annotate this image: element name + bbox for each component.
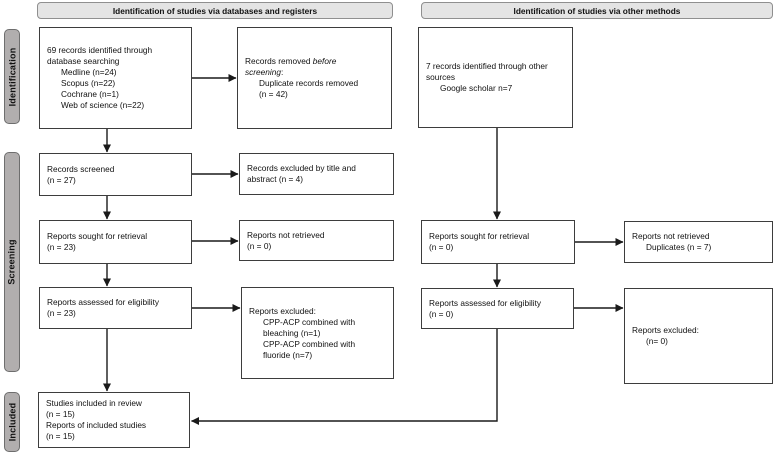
- phase-label-identification: Identification: [4, 29, 20, 124]
- box-text-line: Web of science (n=22): [61, 100, 145, 110]
- box-text-line: screening:: [245, 67, 284, 77]
- box-text-line: (n = 23): [47, 308, 76, 318]
- box-text-line: Studies included in review: [46, 398, 142, 408]
- box-text-line: (n = 0): [247, 240, 272, 251]
- box-studies-included: Studies included in review(n = 15)Report…: [38, 392, 190, 448]
- box-text-line: (n = 42): [259, 89, 288, 99]
- box-text-line: Reports not retrieved: [632, 231, 710, 241]
- box-text-line: Records screened: [47, 163, 115, 174]
- box-text-line: sources: [426, 72, 456, 82]
- box-text-line: Reports sought for retrieval: [47, 231, 148, 241]
- box-text-line: (n = 27): [47, 174, 76, 185]
- box-text-line: (n = 15): [46, 431, 75, 441]
- box-text-line: (n = 0): [429, 308, 454, 319]
- box-text-line: Reports of included studies: [46, 420, 147, 430]
- phase-label-screening-text: Screening: [7, 239, 18, 285]
- phase-label-included: Included: [4, 392, 20, 452]
- box-reports-sought-other: Reports sought for retrieval(n = 0): [421, 220, 575, 264]
- box-text-line: (n = 23): [47, 242, 76, 252]
- box-text-line: Cochrane (n=1): [61, 89, 119, 99]
- phase-label-identification-text: Identification: [7, 47, 17, 106]
- box-text-line: Reports not retrieved: [247, 229, 325, 240]
- box-reports-assessed-other: Reports assessed for eligibility(n = 0): [421, 288, 574, 329]
- phase-label-screening: Screening: [4, 152, 20, 372]
- box-reports-not-retrieved-databases: Reports not retrieved(n = 0): [239, 220, 394, 261]
- box-text-line: Medline (n=24): [61, 67, 117, 77]
- box-text-line: (n= 0): [646, 336, 668, 346]
- box-text-line: Reports assessed for eligibility: [429, 297, 542, 308]
- box-text-line: (n = 0): [429, 242, 454, 252]
- box-text-line: database searching: [47, 56, 120, 66]
- box-text-line: Reports assessed for eligibility: [47, 297, 160, 307]
- box-text-line: (n = 15): [46, 409, 75, 419]
- box-text-line: CPP-ACP combined with: [263, 338, 356, 349]
- box-text-line: Duplicate records removed: [259, 78, 359, 88]
- box-text-line: Reports excluded:: [632, 325, 699, 335]
- header-other-methods: Identification of studies via other meth…: [421, 2, 773, 19]
- box-text-line: Records excluded by title and: [247, 163, 356, 173]
- box-reports-assessed-databases: Reports assessed for eligibility(n = 23): [39, 287, 192, 329]
- box-reports-sought-databases: Reports sought for retrieval(n = 23): [39, 220, 192, 264]
- box-text-line: 69 records identified through: [47, 45, 153, 55]
- box-records-screened: Records screened(n = 27): [39, 153, 192, 196]
- box-reports-excluded-other: Reports excluded:(n= 0): [624, 288, 773, 384]
- box-text-line: CPP-ACP combined with: [263, 316, 356, 327]
- box-text-line: bleaching (n=1): [263, 327, 321, 338]
- box-text-line: Records removed before: [245, 56, 337, 66]
- box-text-line: Duplicates (n = 7): [646, 242, 712, 252]
- box-text-line: Scopus (n=22): [61, 78, 116, 88]
- box-text-line: abstract (n = 4): [247, 174, 304, 184]
- box-text-line: Reports sought for retrieval: [429, 231, 530, 241]
- box-text-line: fluoride (n=7): [263, 349, 313, 360]
- header-databases-registers: Identification of studies via databases …: [37, 2, 393, 19]
- box-text-line: Google scholar n=7: [440, 83, 513, 93]
- box-text-line: 7 records identified through other: [426, 61, 548, 71]
- phase-label-included-text: Included: [7, 402, 18, 442]
- box-text-line: Reports excluded:: [249, 305, 316, 316]
